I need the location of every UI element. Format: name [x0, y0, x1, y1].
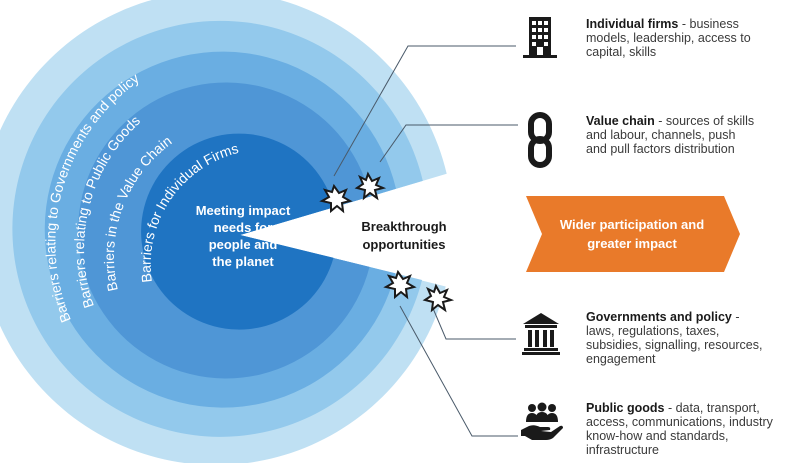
item-description: - business models, leadership, access to…: [586, 17, 751, 59]
building-icon: [523, 17, 557, 58]
impact-arrow: [526, 196, 740, 272]
connector-governments: [431, 305, 516, 340]
item-description: - data, transport, access, communication…: [586, 401, 773, 457]
breakthrough-burst-icon: [383, 269, 417, 300]
item-title: Governments and policy: [586, 310, 732, 324]
connector-value-chain: [379, 124, 518, 163]
breakthrough-line-2: opportunities: [362, 237, 445, 252]
item-description: - laws, regulations, taxes, subsidies, s…: [586, 310, 763, 366]
core-line-2: needs for: [214, 220, 273, 235]
core-line-4: the planet: [212, 254, 274, 269]
item-governments-policy: Governments and policy - laws, regulatio…: [586, 310, 770, 366]
breakthrough-line-1: Breakthrough: [361, 219, 446, 234]
connector-individual-firms: [333, 45, 516, 177]
core-circle: [141, 133, 334, 330]
item-title: Public goods: [586, 401, 665, 415]
breakthrough-burst-icon: [354, 171, 387, 201]
chain-link-icon: [528, 112, 552, 168]
item-title: Individual firms: [586, 17, 679, 31]
item-description: - sources of skills and labour, channels…: [586, 114, 755, 156]
core-line-1: Meeting impact: [196, 203, 291, 218]
breakthrough-burst-icon: [319, 183, 353, 214]
government-building-icon: [522, 313, 560, 355]
people-hand-icon: [521, 402, 563, 440]
item-value-chain: Value chain - sources of skills and labo…: [586, 114, 756, 156]
arrow-line-1: Wider participation and: [560, 217, 704, 232]
connector-public-goods: [399, 305, 518, 437]
arrow-line-2: greater impact: [587, 236, 677, 251]
item-title: Value chain: [586, 114, 655, 128]
core-line-3: people and: [209, 237, 278, 252]
breakthrough-burst-icon: [422, 283, 455, 313]
item-individual-firms: Individual firms - business models, lead…: [586, 17, 772, 59]
item-public-goods: Public goods - data, transport, access, …: [586, 401, 782, 463]
